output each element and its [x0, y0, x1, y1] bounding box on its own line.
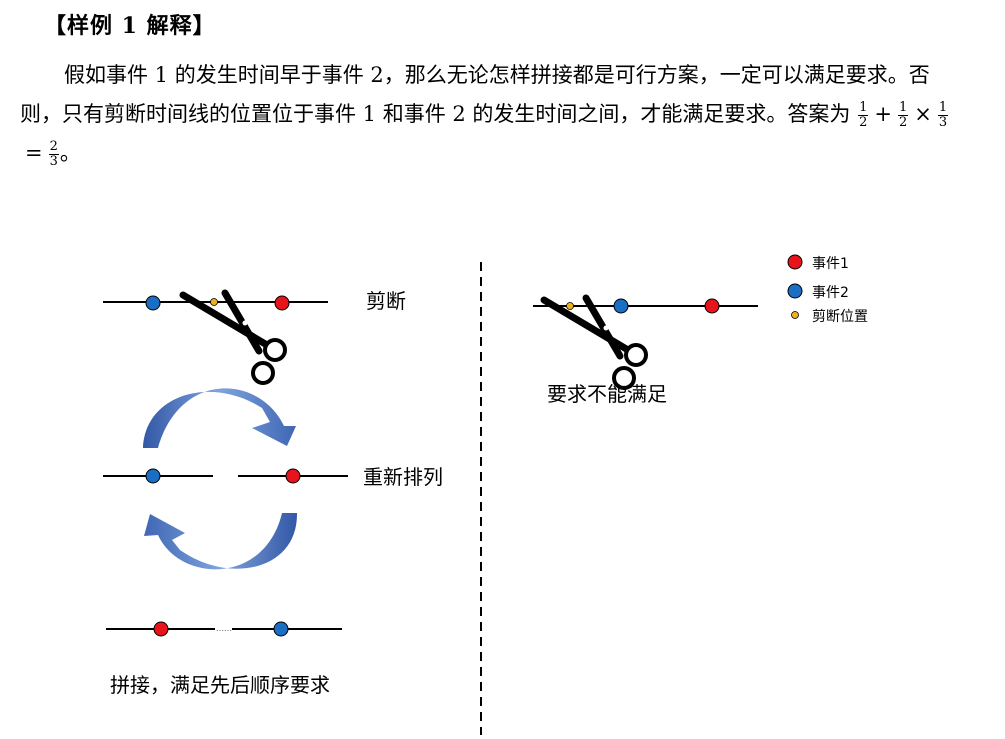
curved-arrow-bottom [144, 513, 298, 570]
legend-cut-label: 剪断位置 [812, 309, 868, 325]
rearranged-timelines [103, 468, 348, 484]
label-fail: 要求不能满足 [547, 382, 667, 406]
legend: 事件1 事件2 剪断位置 [787, 254, 868, 325]
cut-timeline [103, 293, 328, 383]
cut-position-dot [210, 298, 218, 306]
event1-dot [153, 621, 169, 637]
event1-dot [274, 295, 290, 311]
legend-event2-label: 事件2 [812, 285, 849, 301]
equals-sign: = [25, 141, 43, 165]
paragraph-end: 。 [59, 141, 81, 165]
curved-arrow-top [143, 388, 296, 448]
legend-event1-dot [787, 254, 803, 270]
event2-dot [145, 295, 161, 311]
legend-cut-dot [791, 311, 799, 319]
event2-dot [145, 468, 161, 484]
legend-event1-label: 事件1 [812, 256, 849, 272]
fail-timeline [533, 298, 758, 388]
label-cut: 剪断 [366, 289, 406, 313]
section-heading: 【样例 1 解释】 [44, 13, 216, 39]
explanation-paragraph: 假如事件 1 的发生时间早于事件 2，那么无论怎样拼接都是可行方案，一定可以满足… [20, 56, 960, 173]
label-splice: 拼接，满足先后顺序要求 [110, 673, 330, 697]
event2-dot [613, 298, 629, 314]
cut-position-dot [566, 302, 574, 310]
label-rearrange: 重新排列 [363, 465, 443, 489]
times-sign: × [914, 102, 932, 126]
splice-gap-dots: …… [216, 624, 232, 633]
spliced-timeline: …… [106, 621, 342, 637]
scissors-icon [544, 298, 646, 388]
event1-dot [704, 298, 720, 314]
paragraph-text: 假如事件 1 的发生时间早于事件 2，那么无论怎样拼接都是可行方案，一定可以满足… [20, 63, 930, 126]
event2-dot [273, 621, 289, 637]
scissors-icon [183, 293, 285, 383]
legend-event2-dot [787, 283, 803, 299]
event1-dot [285, 468, 301, 484]
plus-sign: + [874, 102, 892, 126]
